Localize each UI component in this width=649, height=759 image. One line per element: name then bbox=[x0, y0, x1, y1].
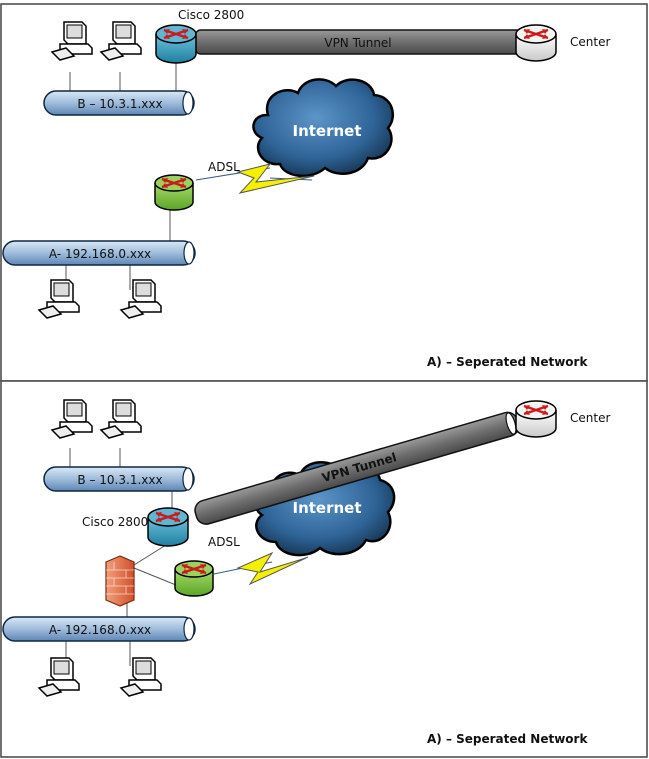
cisco-router-label: Cisco 2800 bbox=[82, 515, 148, 529]
internet-label: Internet bbox=[292, 499, 361, 517]
lan-a-label: A- 192.168.0.xxx bbox=[49, 623, 151, 637]
adsl-label: ADSL bbox=[208, 535, 240, 549]
lan-b-label: B – 10.3.1.xxx bbox=[77, 97, 162, 111]
center-label: Center bbox=[570, 411, 610, 425]
lan-a-segment: A- 192.168.0.xxx bbox=[2, 240, 196, 266]
internet-cloud-icon: Internet bbox=[252, 78, 394, 177]
center-label: Center bbox=[570, 35, 610, 49]
cisco-router-icon bbox=[155, 24, 197, 64]
lightning-icon bbox=[236, 163, 315, 194]
internet-label: Internet bbox=[292, 122, 361, 140]
vpn-tunnel: VPN Tunnel bbox=[194, 29, 531, 55]
adsl-label: ADSL bbox=[208, 160, 240, 174]
adsl-router-icon bbox=[154, 174, 194, 211]
cisco-router-label: Cisco 2800 bbox=[178, 8, 244, 22]
center-router-icon bbox=[515, 400, 557, 438]
link-line bbox=[133, 544, 167, 566]
cisco-router-icon bbox=[147, 507, 189, 547]
panel-caption: A) – Seperated Network bbox=[427, 355, 588, 369]
lan-b-segment: B – 10.3.1.xxx bbox=[43, 466, 195, 492]
lan-a-label: A- 192.168.0.xxx bbox=[49, 247, 151, 261]
center-router-icon bbox=[515, 24, 557, 62]
lan-a-segment: A- 192.168.0.xxx bbox=[2, 616, 196, 642]
firewall-icon bbox=[105, 555, 135, 607]
adsl-router-icon bbox=[174, 560, 214, 597]
vpn-tunnel-label: VPN Tunnel bbox=[324, 36, 391, 50]
lan-b-label: B – 10.3.1.xxx bbox=[77, 473, 162, 487]
link-line bbox=[133, 567, 177, 586]
lan-b-segment: B – 10.3.1.xxx bbox=[43, 90, 195, 116]
panel-caption: A) – Seperated Network bbox=[427, 732, 588, 746]
panel-top: B – 10.3.1.xxx VPN Tunnel Cisco 2800 Cen… bbox=[0, 3, 648, 382]
lightning-icon bbox=[236, 551, 307, 586]
panel-bottom: B – 10.3.1.xxx Internet VPN Tunnel Cente… bbox=[0, 380, 648, 758]
